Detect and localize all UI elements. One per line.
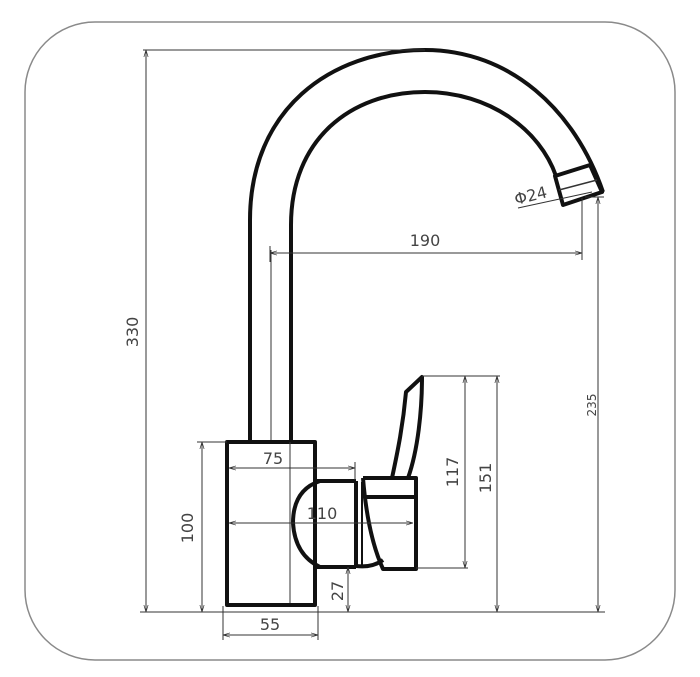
dim-total-height: 330	[123, 317, 142, 348]
dim-spout-diameter: Φ24	[512, 182, 549, 208]
dim-lever-top-height: 151	[476, 463, 495, 494]
outer-frame	[24, 21, 676, 661]
lever	[390, 375, 424, 479]
connector	[291, 479, 363, 569]
dim-body-height: 100	[178, 513, 197, 544]
handle	[355, 375, 424, 571]
spout-outlet	[553, 163, 604, 207]
dim-outlet-height: 235	[585, 394, 599, 417]
dim-base-width: 55	[260, 615, 280, 634]
dim-body-to-handle: 110	[307, 504, 338, 523]
dim-connector-offset: 27	[328, 581, 347, 601]
dimension-lines	[140, 49, 605, 640]
dim-body-top-width: 75	[263, 449, 283, 468]
dim-spout-reach: 190	[410, 231, 441, 250]
dim-handle-height: 117	[443, 457, 462, 488]
